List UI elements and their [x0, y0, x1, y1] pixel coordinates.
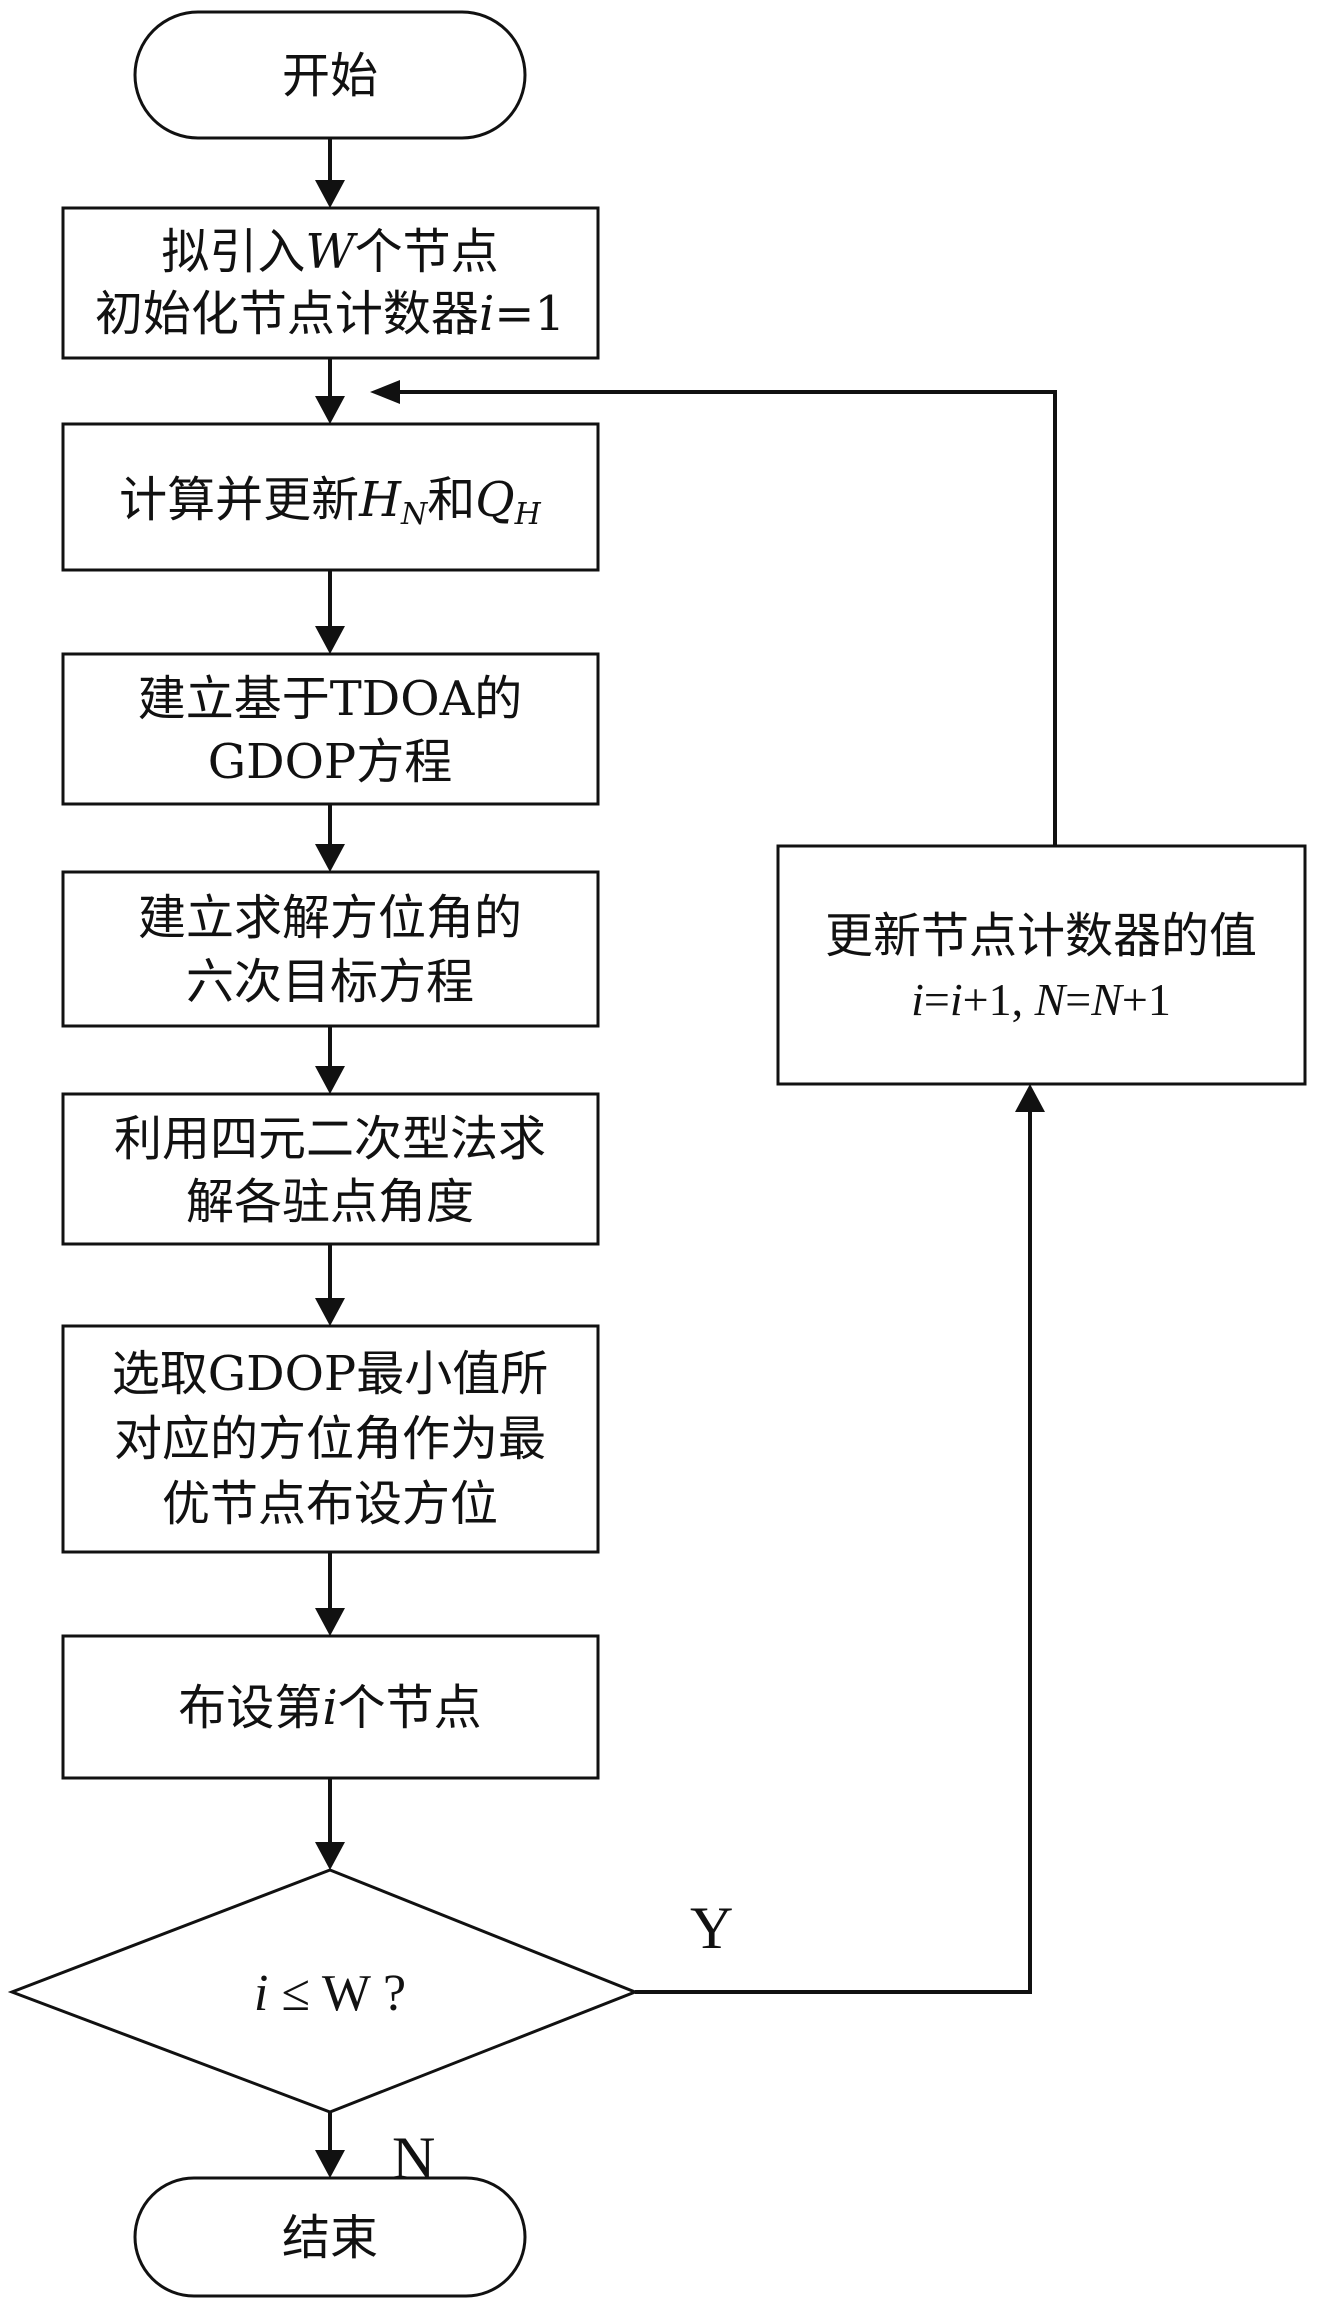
- update-eq2: =: [1065, 974, 1091, 1025]
- step-compute-text: 计算并更新HN和QH: [119, 472, 542, 532]
- step-init-var-i: i: [479, 286, 494, 342]
- step-equation-line2: 六次目标方程: [186, 954, 474, 1010]
- step-gdop-line1: 建立基于TDOA的: [138, 671, 523, 727]
- arrowhead: [1015, 1084, 1045, 1112]
- step-select-line2: 对应的方位角作为最: [114, 1411, 546, 1467]
- decision-text: i ≤ W ?: [254, 1965, 406, 2022]
- update-line2: i=i+1, N=N+1: [911, 974, 1171, 1025]
- decision-rest: ≤ W ?: [268, 1965, 406, 2022]
- update-i2: i: [950, 974, 963, 1025]
- arrowhead: [315, 2150, 345, 2178]
- step-deploy-var: i: [322, 1680, 337, 1736]
- step-deploy-pre: 布设第: [178, 1680, 322, 1736]
- step-quadratic-line2: 解各驻点角度: [186, 1174, 474, 1230]
- update-i1: i: [911, 974, 924, 1025]
- arrowhead: [315, 180, 345, 208]
- arrowhead: [315, 1298, 345, 1326]
- step-init-line1-pre: 拟引入: [161, 224, 305, 280]
- yes-branch-line: [635, 1110, 1030, 1992]
- step-quadratic-line1: 利用四元二次型法求: [114, 1111, 546, 1167]
- step-compute-pre: 计算并更新: [119, 472, 359, 528]
- arrowhead: [315, 396, 345, 424]
- arrowhead: [315, 844, 345, 872]
- step-init-var-w: W: [305, 224, 358, 280]
- step-compute-mid: 和: [427, 472, 475, 528]
- step-compute-h-sub: N: [400, 497, 429, 532]
- end-label: 结束: [282, 2210, 378, 2266]
- start-label: 开始: [282, 48, 378, 104]
- update-line1: 更新节点计数器的值: [825, 908, 1257, 964]
- step-select-line1: 选取GDOP最小值所: [112, 1346, 548, 1402]
- step-init-line2-post: =1: [494, 286, 565, 342]
- arrowhead: [315, 626, 345, 654]
- step-compute-q: Q: [475, 472, 514, 528]
- step-deploy-post: 个节点: [338, 1680, 482, 1736]
- update-n2: N: [1090, 974, 1124, 1025]
- step-compute-q-sub: H: [514, 497, 542, 532]
- update-counter-box: [778, 846, 1305, 1084]
- arrowhead: [315, 1842, 345, 1870]
- update-plus2: +1: [1122, 974, 1171, 1025]
- step-select-line3: 优节点布设方位: [162, 1476, 498, 1532]
- yes-label: Y: [690, 1895, 733, 1961]
- arrowhead: [315, 1608, 345, 1636]
- update-plus1: +1,: [963, 974, 1035, 1025]
- step-compute-h: H: [358, 472, 402, 528]
- step-init-line2-pre: 初始化节点计数器: [95, 286, 479, 342]
- update-n1: N: [1034, 974, 1068, 1025]
- step-equation-line1: 建立求解方位角的: [138, 890, 522, 946]
- step-gdop-line2: GDOP方程: [208, 734, 452, 790]
- step-deploy-text: 布设第i个节点: [178, 1680, 481, 1736]
- step-init-line2: 初始化节点计数器i=1: [95, 286, 565, 342]
- step-init-line1: 拟引入W个节点: [161, 224, 498, 280]
- update-eq1: =: [924, 974, 950, 1025]
- arrowhead: [315, 1066, 345, 1094]
- step-init-line1-post: 个节点: [355, 224, 499, 280]
- decision-var: i: [254, 1965, 268, 2022]
- loop-arrowhead: [370, 380, 400, 404]
